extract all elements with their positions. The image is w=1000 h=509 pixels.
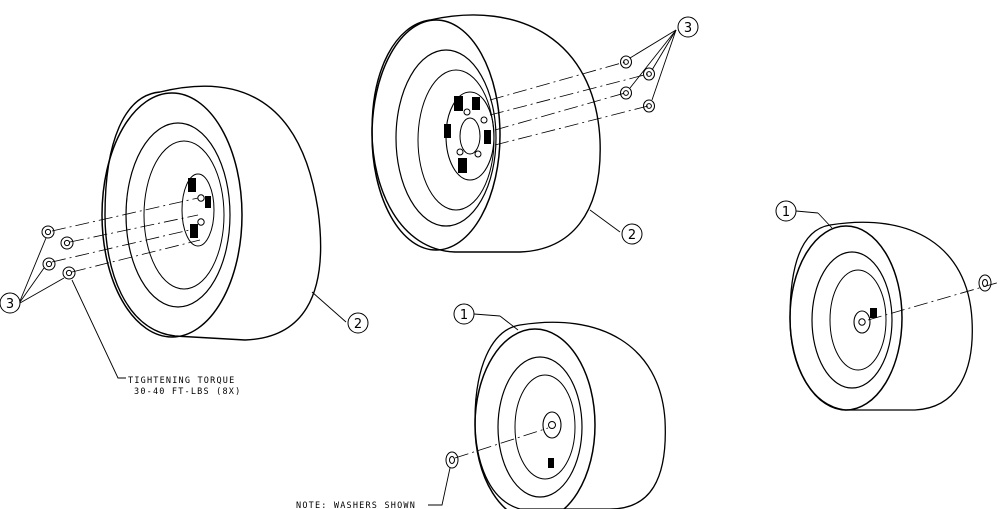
rear-right-stud-lines <box>489 61 649 146</box>
callout-1-center: 1 <box>453 303 519 331</box>
callout-1-right-label: 1 <box>782 205 790 220</box>
callout-3-right: 3 <box>629 16 699 101</box>
rear-left-hub <box>181 173 215 247</box>
callout-1-center-label: 1 <box>460 308 468 323</box>
callout-2-right: 2 <box>589 209 643 245</box>
rear-left-lug-nuts <box>41 225 76 280</box>
rear-left-tire-tread <box>104 85 322 341</box>
rear-right-rim <box>395 49 497 227</box>
front-right-tire-sidewall <box>789 225 903 411</box>
front-right-rim-inner <box>829 269 887 371</box>
callout-2-right-label: 2 <box>628 228 636 243</box>
torque-note-line1: TIGHTENING TORQUE <box>128 376 235 386</box>
front-right-rim <box>811 251 893 389</box>
front-center-hub <box>542 411 562 468</box>
front-right-wheel: 1 <box>775 200 1000 411</box>
washer-note-leader <box>428 467 451 506</box>
callout-1-right: 1 <box>775 200 833 229</box>
front-center-tire-sidewall <box>474 328 596 509</box>
rear-right-wheel: 3 2 <box>371 14 699 253</box>
rear-left-wheel: 3 TIGHTENING TORQUE 30-40 FT-LBS (8X) 2 <box>0 85 369 397</box>
callout-2-left-label: 2 <box>354 317 362 332</box>
rear-right-rim-inner <box>417 69 495 211</box>
rear-left-tire-sidewall <box>101 92 243 338</box>
torque-note-line2: 30-40 FT-LBS (8X) <box>134 387 241 397</box>
rear-left-rim <box>125 122 231 308</box>
callout-2-left: 2 <box>311 291 369 334</box>
callout-3-left-label: 3 <box>6 297 14 312</box>
rear-left-stud-lines <box>51 197 201 273</box>
front-right-axle-line <box>867 281 1000 321</box>
front-center-rim-inner <box>514 374 576 480</box>
rear-left-rim-inner <box>143 140 225 290</box>
front-center-washer <box>445 451 459 469</box>
rear-right-hub <box>444 91 495 181</box>
rear-right-tire-sidewall <box>371 19 501 251</box>
front-right-washer <box>978 274 992 292</box>
front-right-hub <box>853 308 877 334</box>
callout-3-left: 3 <box>0 237 65 314</box>
front-center-wheel: 1 NOTE: WASHERS SHOWN <box>296 303 666 509</box>
rear-right-lug-nuts <box>620 55 655 113</box>
callout-3-right-label: 3 <box>684 21 692 36</box>
torque-leader <box>71 279 126 379</box>
washer-note: NOTE: WASHERS SHOWN <box>296 501 416 509</box>
front-center-axle-line <box>454 427 549 459</box>
front-center-rim <box>497 356 583 498</box>
